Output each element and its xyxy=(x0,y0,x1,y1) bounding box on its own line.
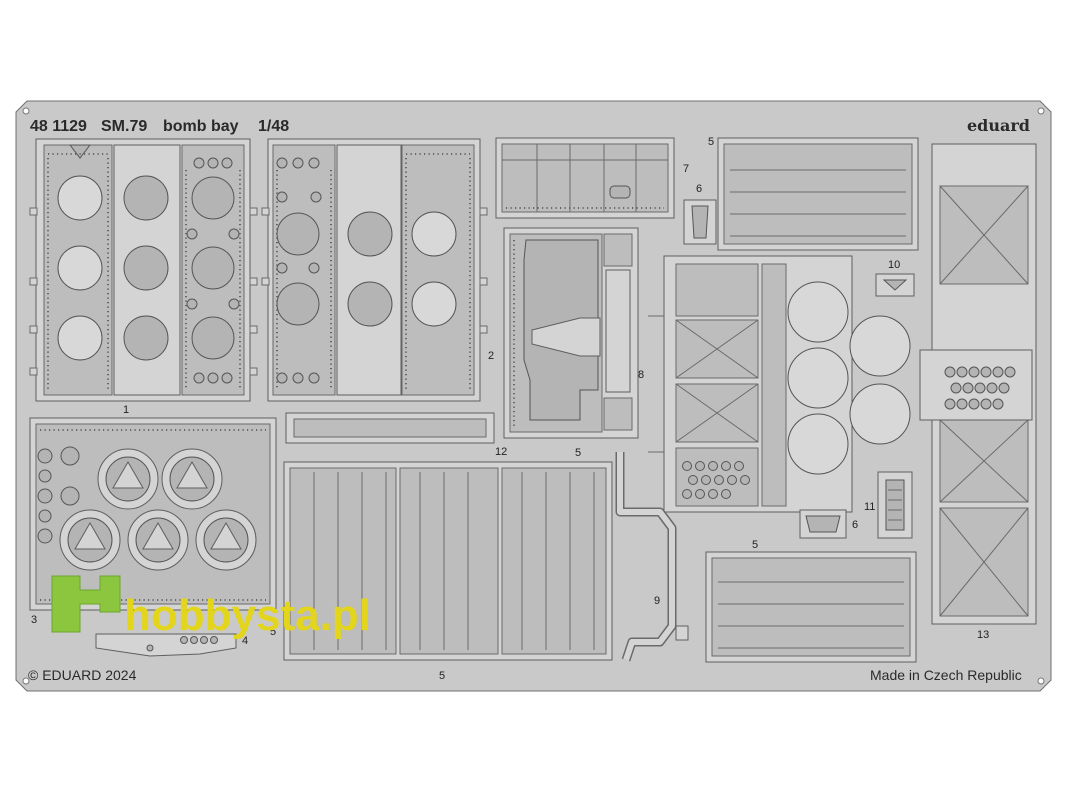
brand-logo: eduard xyxy=(967,116,1030,135)
part-number-7: 7 xyxy=(683,163,689,175)
part-number-5-bottom: 5 xyxy=(439,670,445,682)
part-6-clip-lower xyxy=(799,509,847,539)
part-number-10: 10 xyxy=(888,259,900,271)
part-number-9: 9 xyxy=(654,595,660,607)
bomb-cover-2 xyxy=(161,448,223,510)
part-number-6-lower: 6 xyxy=(852,519,858,531)
part-11-grille xyxy=(877,471,913,539)
watermark-hobbysta: hobbysta.pl xyxy=(51,575,371,640)
part-number-6-top: 6 xyxy=(696,183,702,195)
bomb-cover-5 xyxy=(195,509,257,571)
part-13-truss-frame xyxy=(919,143,1037,625)
scale-label: 1/48 xyxy=(258,118,289,135)
part-number-2: 2 xyxy=(488,350,494,362)
part-8-bulkhead xyxy=(503,227,639,439)
part-3-bomb-rack-plate xyxy=(29,417,277,611)
origin-text: Made in Czech Republic xyxy=(870,667,1022,683)
part-5-bay-floor-panels xyxy=(283,461,613,661)
part-4-bracket xyxy=(95,633,237,657)
part-5-ribbed-panel-top xyxy=(717,137,919,251)
part-number-5-lower-right: 5 xyxy=(752,539,758,551)
part-5-ribbed-panel-lower xyxy=(705,551,917,663)
copyright-text: © EDUARD 2024 xyxy=(28,667,137,683)
part-bomb-rack-structure xyxy=(648,255,911,513)
bomb-cover-3 xyxy=(59,509,121,571)
part-number-4: 4 xyxy=(242,635,248,647)
part-2-bomb-bay-panel xyxy=(261,138,488,402)
part-number-11: 11 xyxy=(864,501,875,513)
sheet-code: 48 1129 xyxy=(30,118,87,135)
part-12-strip xyxy=(285,412,495,444)
part-number-5-small: 5 xyxy=(270,626,276,638)
part-number-5-top: 5 xyxy=(708,136,714,148)
part-1-bomb-bay-panel xyxy=(29,138,258,402)
part-10-latch xyxy=(875,273,915,297)
part-number-8: 8 xyxy=(638,369,644,381)
part-instrument-panel-top xyxy=(495,137,675,219)
set-name: bomb bay xyxy=(163,118,239,135)
bomb-cover-1 xyxy=(97,448,159,510)
bomb-cover-4 xyxy=(127,509,189,571)
part-number-1: 1 xyxy=(123,404,129,416)
part-6-clip-top xyxy=(683,199,717,245)
part-number-3: 3 xyxy=(31,614,37,626)
part-number-13: 13 xyxy=(977,629,989,641)
part-9-pipe xyxy=(615,452,689,662)
watermark-text: hobbysta.pl xyxy=(124,591,371,640)
part-number-12: 12 xyxy=(495,446,507,458)
aircraft-name: SM.79 xyxy=(101,118,147,135)
part-number-5-mid: 5 xyxy=(575,447,581,459)
